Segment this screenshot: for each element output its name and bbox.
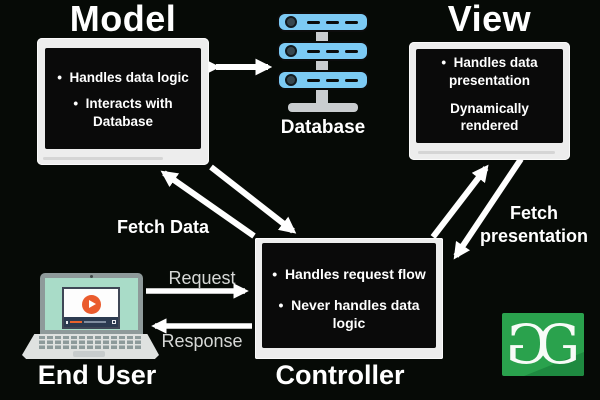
fetch-data-label: Fetch Data [116,217,210,237]
laptop-keyboard [22,334,159,359]
controller-bullet-2: Never handles data logic [262,296,436,332]
arrow-model-to-controller [209,164,297,234]
laptop-trackpad [73,351,105,357]
database-pole [316,20,328,103]
request-label: Request [168,268,236,288]
laptop-screen [40,273,143,334]
server-led-icon [285,45,297,57]
model-monitor-icon: Handles data logic Interacts with Databa… [37,38,209,165]
video-player-icon [62,287,120,329]
view-bullet-1: Handles data presentation [416,54,563,90]
video-controls-bar [64,317,118,327]
server-led-icon [285,16,297,28]
controller-title: Controller [275,360,405,390]
view-title: View [447,0,532,39]
logo-letter-mirrored-g: G [505,313,549,376]
video-progress [70,320,82,323]
database-server-1 [277,12,369,32]
logo-letter-g: G [537,313,581,376]
video-track [84,321,106,323]
database-label: Database [280,117,366,138]
play-icon [81,294,101,314]
model-bullet-1: Handles data logic [45,69,201,87]
server-vents [307,49,358,53]
response-label: Response [161,331,243,351]
model-bullet-2: Interacts with Database [45,95,201,131]
database-server-3 [277,70,369,90]
logo-letters: G G [502,313,584,376]
server-vents [307,78,358,82]
database-icon [277,8,369,112]
controller-bullet-1: Handles request flow [262,265,436,283]
view-screen: Handles data presentation Dynamically re… [416,49,563,143]
video-play-control [66,320,68,324]
webcam-icon [90,274,93,278]
laptop-icon [22,270,160,360]
fullscreen-icon [111,320,116,324]
model-screen: Handles data logic Interacts with Databa… [45,48,201,149]
view-monitor-stand [418,151,555,154]
model-monitor-stand [43,157,163,160]
logo-fold-corner [524,352,584,376]
laptop-display [45,278,138,330]
laptop-keys [39,336,142,349]
fetch-presentation-label: Fetch presentation [479,203,589,246]
database-base [288,103,358,112]
controller-box: Handles request flow Never handles data … [255,238,443,359]
database-server-2 [277,41,369,61]
model-title: Model [69,0,177,39]
view-note: Dynamically rendered [450,101,529,133]
view-monitor-icon: Handles data presentation Dynamically re… [409,42,570,160]
server-vents [307,20,358,24]
server-led-icon [285,74,297,86]
end-user-label: End User [37,360,157,390]
geeksforgeeks-logo-icon: G G [502,313,584,376]
controller-screen: Handles request flow Never handles data … [262,243,436,348]
